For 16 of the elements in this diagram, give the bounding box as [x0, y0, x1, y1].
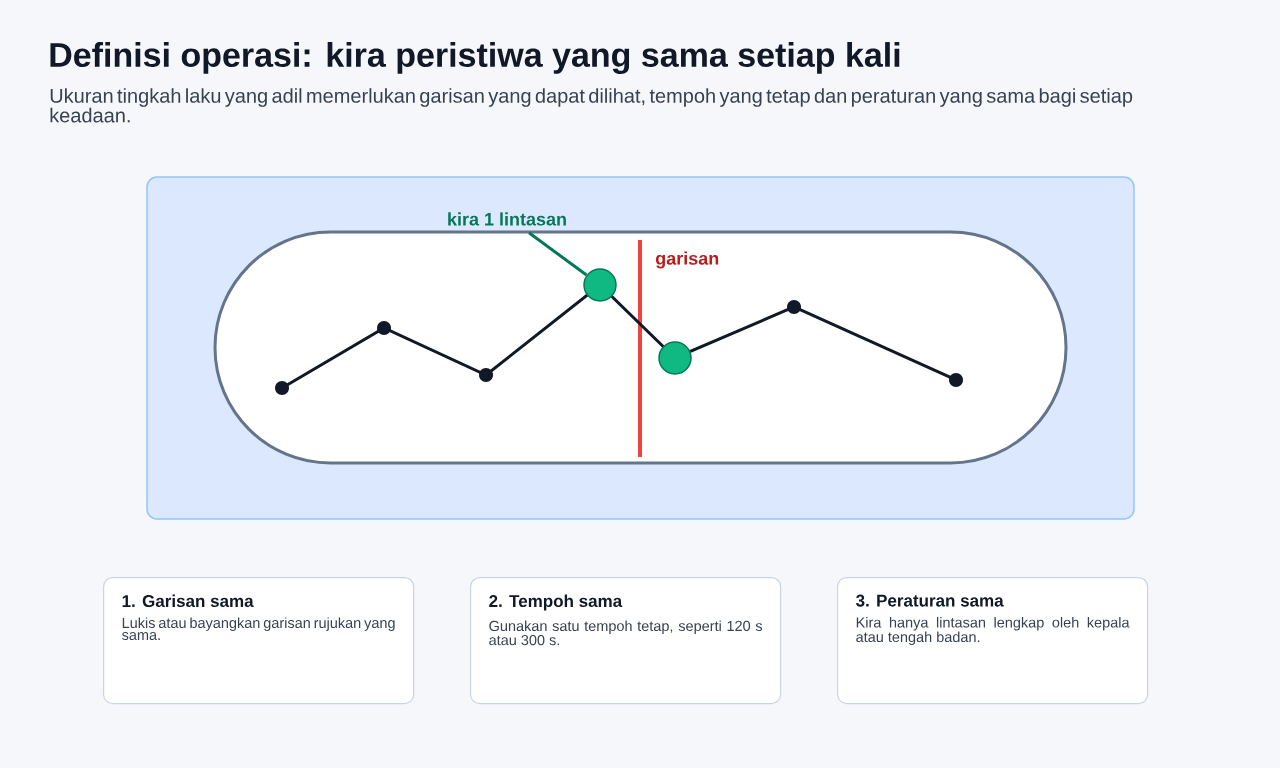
callout-label: kira 1 lintasan	[448, 212, 566, 226]
card-heading: 1. Garisan sama	[122, 594, 254, 608]
card-text: Kira hanya lintasan lengkap oleh kepala atau tengah badan.	[856, 616, 1130, 645]
title: Definisi operasi: kira peristiwa yang sama setiap kali	[50, 42, 900, 74]
marker-dot	[658, 341, 692, 375]
info-card	[470, 577, 782, 705]
marker-dot	[583, 268, 617, 302]
info-card	[103, 577, 415, 705]
leader-line	[528, 231, 588, 277]
subtitle: Ukuran tingkah laku yang adil memerlukan garisan yang dapat dilihat, tempoh yang tetap dan peraturan yang sama bagi setiap keadaan.	[50, 88, 1133, 123]
card-text: Gunakan satu tempoh tetap, seperti 120 s atau 300 s.	[489, 620, 763, 646]
info-card	[837, 577, 1149, 705]
card-heading: 3. Peraturan sama	[856, 594, 1004, 607]
line-label: garisan	[655, 251, 719, 269]
card-heading: 2. Tempoh sama	[489, 594, 623, 611]
card-text: Lukis atau bayangkan garisan rujukan yang sama.	[122, 617, 395, 641]
